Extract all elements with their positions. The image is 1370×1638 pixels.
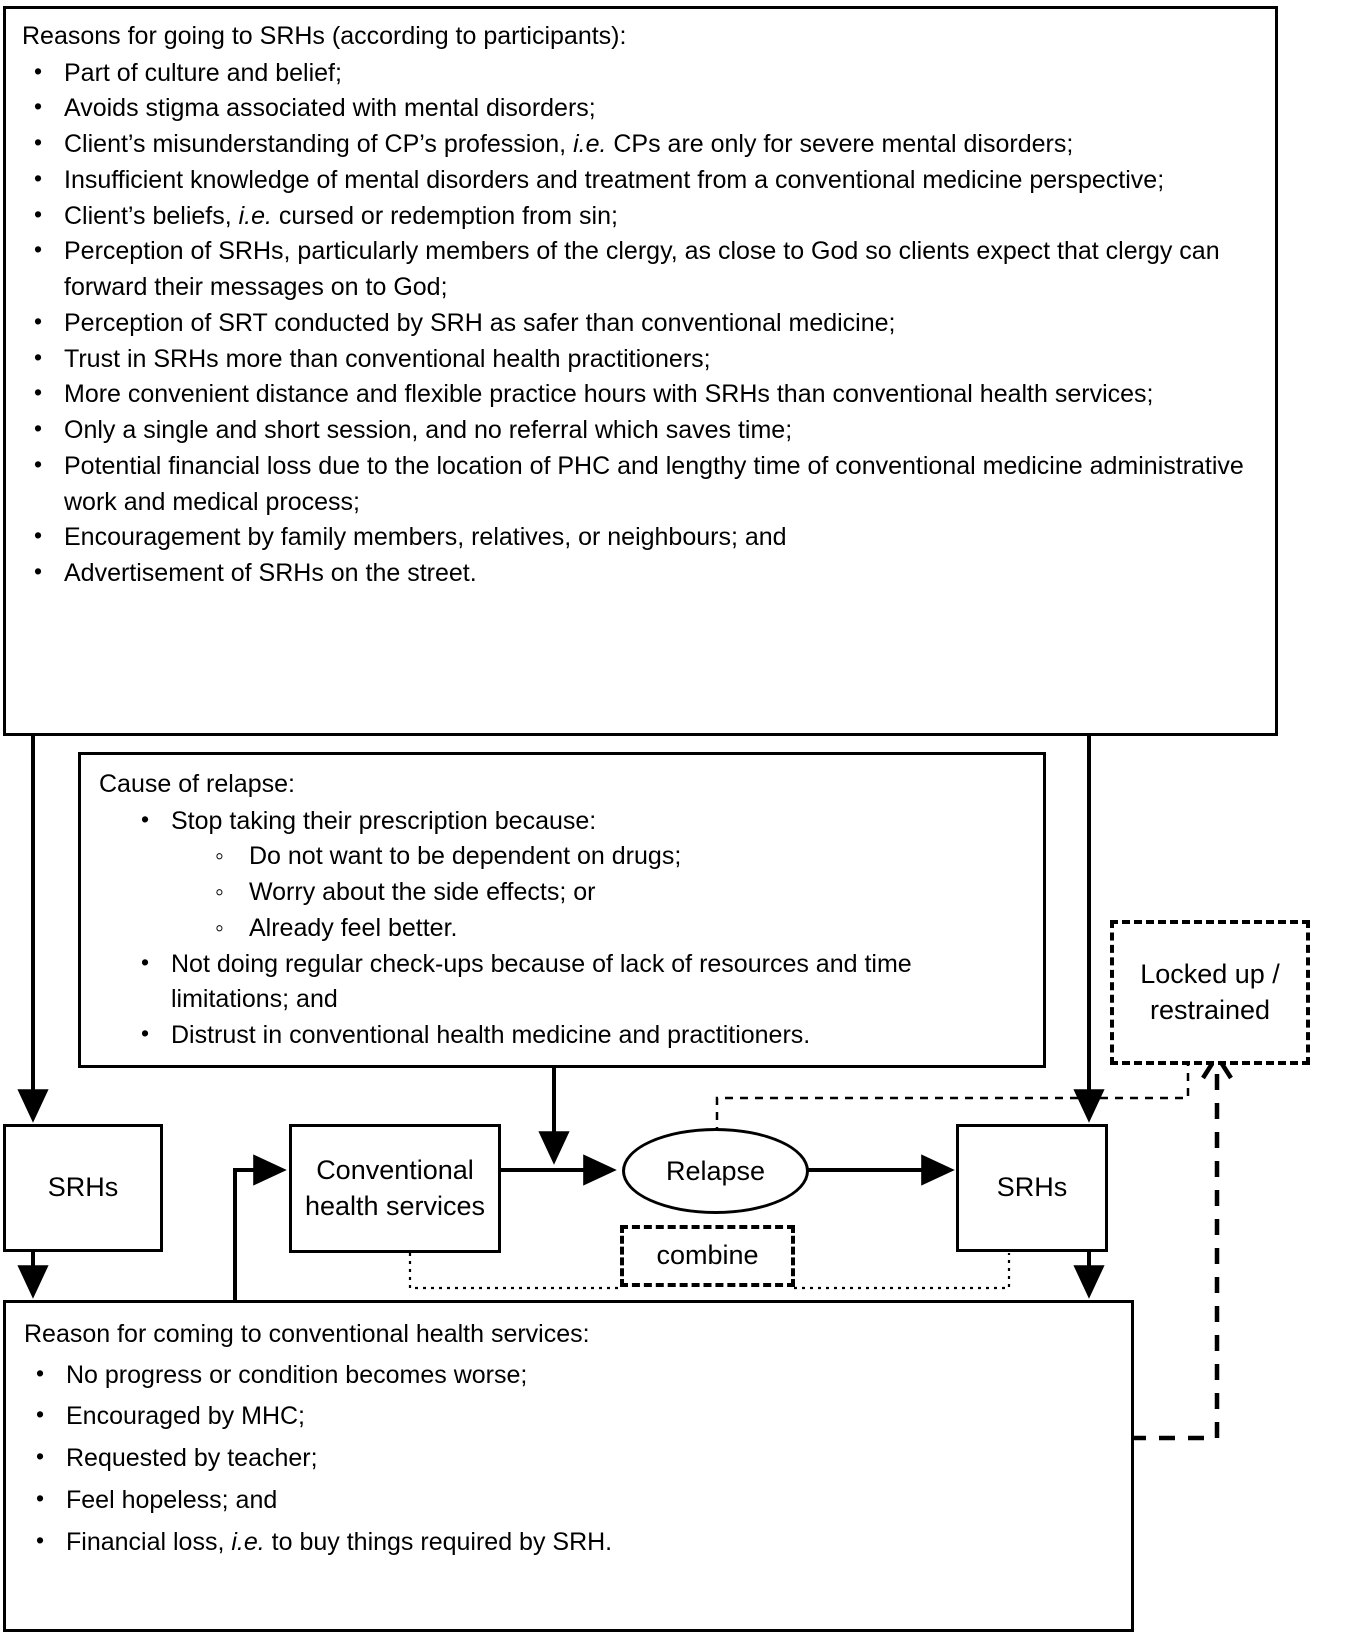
cause-of-relapse-sublist: Do not want to be dependent on drugs; Wo… — [97, 839, 1027, 946]
list-item: Only a single and short session, and no … — [20, 412, 1261, 449]
node-srh-right-label: SRHs — [996, 1172, 1068, 1203]
list-item: Requested by teacher; — [22, 1440, 1115, 1477]
node-srh-left: SRHs — [3, 1124, 163, 1252]
cause-of-relapse-title: Cause of relapse: — [99, 770, 295, 798]
node-conventional-line1: Conventional — [316, 1155, 474, 1186]
list-item: Avoids stigma associated with mental dis… — [20, 90, 1261, 127]
list-item: Feel hopeless; and — [22, 1482, 1115, 1519]
list-item: Worry about the side effects; or — [203, 875, 1027, 911]
list-item: Perception of SRT conducted by SRH as sa… — [20, 305, 1261, 342]
connector-combine-to-srhright — [794, 1253, 1011, 1290]
reasons-for-srh-box: Reasons for going to SRHs (according to … — [3, 6, 1278, 736]
list-item: Financial loss, i.e. to buy things requi… — [22, 1524, 1115, 1561]
list-item: Potential financial loss due to the loca… — [20, 448, 1261, 521]
node-conventional-line2: health services — [304, 1190, 486, 1221]
node-locked-up-line2: restrained — [1149, 994, 1271, 1025]
cause-of-relapse-list: Stop taking their prescription because: — [97, 803, 1027, 840]
list-item: Already feel better. — [203, 911, 1027, 947]
list-item: Not doing regular check-ups because of l… — [127, 946, 1027, 1019]
node-locked-up-line1: Locked up / — [1140, 959, 1280, 990]
connector-relapse-to-lockedup — [715, 1064, 1190, 1150]
node-relapse: Relapse — [622, 1128, 809, 1214]
reasons-for-conventional-list: No progress or condition becomes worse; … — [22, 1357, 1115, 1561]
connector-conventional-to-combine — [408, 1253, 620, 1290]
reasons-for-srh-title: Reasons for going to SRHs (according to … — [22, 22, 627, 50]
list-item: Insufficient knowledge of mental disorde… — [20, 162, 1261, 199]
reasons-for-conventional-title: Reason for coming to conventional health… — [24, 1320, 590, 1348]
list-item: Stop taking their prescription because: — [127, 803, 1027, 840]
connector-bottom-to-lockedup — [1130, 1051, 1233, 1441]
list-item: Client’s beliefs, i.e. cursed or redempt… — [20, 198, 1261, 235]
list-item: Encouraged by MHC; — [22, 1398, 1115, 1435]
node-combine-label: combine — [656, 1240, 759, 1271]
reasons-for-conventional-box: Reason for coming to conventional health… — [3, 1300, 1134, 1632]
list-item: Distrust in conventional health medicine… — [127, 1017, 1027, 1054]
list-item: No progress or condition becomes worse; — [22, 1357, 1115, 1394]
node-relapse-label: Relapse — [665, 1155, 766, 1186]
list-item: Trust in SRHs more than conventional hea… — [20, 341, 1261, 378]
cause-of-relapse-list-2: Not doing regular check-ups because of l… — [97, 946, 1027, 1054]
node-combine: combine — [620, 1225, 795, 1287]
node-srh-right: SRHs — [956, 1124, 1108, 1252]
cause-of-relapse-box: Cause of relapse: Stop taking their pres… — [78, 752, 1046, 1068]
node-conventional-health-services: Conventional health services — [289, 1124, 501, 1253]
list-item: Encouragement by family members, relativ… — [20, 519, 1261, 556]
list-item: Part of culture and belief; — [20, 55, 1261, 92]
list-item: Do not want to be dependent on drugs; — [203, 839, 1027, 875]
reasons-for-srh-list: Part of culture and belief; Avoids stigm… — [20, 55, 1261, 592]
node-locked-up-restrained: Locked up / restrained — [1110, 920, 1310, 1065]
list-item: Client’s misunderstanding of CP’s profes… — [20, 126, 1261, 163]
list-item: More convenient distance and flexible pr… — [20, 376, 1261, 413]
node-srh-left-label: SRHs — [47, 1172, 119, 1203]
list-item: Advertisement of SRHs on the street. — [20, 555, 1261, 592]
list-item: Perception of SRHs, particularly members… — [20, 233, 1261, 306]
